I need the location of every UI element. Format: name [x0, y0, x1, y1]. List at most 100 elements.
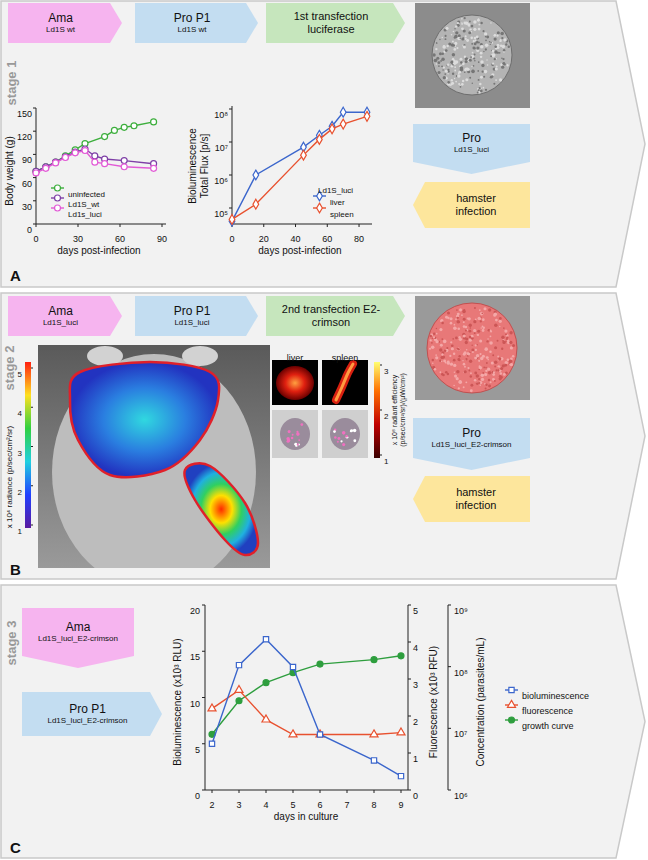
growth-marker	[263, 680, 269, 686]
colony-texture	[472, 52, 474, 54]
colony-texture	[482, 372, 484, 374]
colony-texture	[453, 353, 455, 355]
colony-texture	[497, 340, 499, 342]
colony-texture	[454, 78, 455, 79]
colony-texture	[492, 53, 496, 57]
panel-letter: A	[10, 267, 21, 284]
flux-liver-marker	[253, 170, 259, 180]
strain-subtitle: Ld1S_luci_E2-crimson	[38, 634, 118, 643]
parasite-dot	[287, 440, 290, 443]
colony-texture	[501, 66, 504, 69]
colony-texture	[451, 344, 454, 347]
colony-texture	[502, 364, 505, 367]
tick-label: 20	[190, 606, 200, 616]
tick-mark	[401, 790, 402, 793]
colony-texture	[441, 353, 443, 355]
fluorescence-marker	[262, 715, 270, 722]
colony-texture	[436, 63, 438, 65]
legend-text: uninfected	[68, 190, 105, 199]
tick-label: 6	[317, 800, 322, 810]
colony-texture	[466, 349, 468, 351]
colony-texture	[476, 47, 479, 50]
colony-texture	[471, 348, 474, 351]
colony-texture	[486, 340, 488, 342]
colony-texture	[480, 90, 483, 93]
colony-texture	[480, 45, 483, 48]
colony-texture	[433, 333, 435, 335]
flux-spleen-marker	[253, 199, 259, 209]
colony-texture	[502, 341, 505, 344]
tick-mark	[448, 604, 451, 605]
body-weight-marker	[53, 160, 59, 166]
colony-texture	[479, 353, 481, 355]
colony-texture	[472, 47, 475, 50]
box-title: Pro P1	[174, 305, 211, 319]
colony-texture	[488, 308, 491, 311]
strain-subtitle: Ld1S wt	[46, 25, 75, 34]
tick-mark	[448, 728, 451, 729]
colony-texture	[501, 57, 503, 59]
flux-spleen-line	[232, 116, 367, 219]
body-weight-marker	[131, 123, 137, 129]
colony-texture	[486, 59, 487, 60]
colony-texture	[432, 338, 434, 340]
colony-texture	[441, 58, 444, 61]
parasite-dot	[294, 443, 297, 446]
colony-texture	[478, 89, 480, 91]
colony-texture	[483, 76, 485, 78]
colony-texture	[475, 344, 477, 346]
tick-mark	[229, 208, 232, 209]
tick-label: 60	[22, 178, 32, 188]
tick-mark	[33, 131, 36, 132]
colony-texture	[434, 368, 436, 370]
colony-texture	[478, 79, 480, 81]
colony-texture	[489, 41, 491, 43]
colony-texture	[469, 360, 472, 363]
colony-texture	[482, 329, 485, 332]
tick-mark	[408, 716, 411, 717]
colony-texture	[485, 43, 489, 47]
body-weight-marker	[43, 165, 49, 171]
body-weight-marker	[121, 158, 127, 164]
colony-texture	[492, 354, 494, 356]
colony-texture	[470, 372, 472, 374]
colony-texture	[441, 338, 443, 340]
colony-texture	[480, 52, 483, 55]
colony-texture	[469, 29, 471, 31]
colony-texture	[433, 336, 435, 338]
colony-texture	[500, 367, 503, 370]
tick-mark	[31, 368, 33, 369]
bioluminescence-marker	[209, 741, 214, 746]
colony-texture	[481, 374, 485, 378]
colony-texture	[475, 349, 477, 351]
colony-texture	[457, 22, 459, 24]
colony-texture	[445, 70, 448, 73]
colony-texture	[490, 22, 491, 23]
colony-texture	[457, 317, 459, 319]
colony-texture	[494, 380, 496, 382]
tick-mark	[202, 790, 205, 791]
flux-liver-line	[232, 112, 367, 221]
legend-sample	[505, 717, 518, 723]
spleen-signal	[184, 463, 258, 555]
colony-texture	[469, 330, 472, 333]
colony-texture	[491, 54, 494, 57]
tick-label: 60	[322, 234, 332, 244]
colony-texture	[485, 384, 487, 386]
colony-texture	[503, 51, 505, 53]
colony-texture	[461, 83, 464, 86]
colony-texture	[457, 358, 460, 361]
axis-line	[448, 605, 449, 790]
colony-texture	[448, 71, 450, 73]
colony-texture	[459, 84, 460, 85]
colony-texture	[442, 355, 445, 358]
right-arrow-box: AmaLd1S wt	[8, 3, 122, 43]
body-weight-marker	[62, 154, 68, 160]
colony-texture	[479, 339, 482, 342]
colony-texture	[467, 367, 469, 369]
colony-texture	[454, 36, 456, 38]
tick-mark	[295, 224, 296, 227]
colony-texture	[483, 87, 485, 89]
colony-texture	[456, 320, 459, 323]
colony-texture	[505, 341, 506, 342]
